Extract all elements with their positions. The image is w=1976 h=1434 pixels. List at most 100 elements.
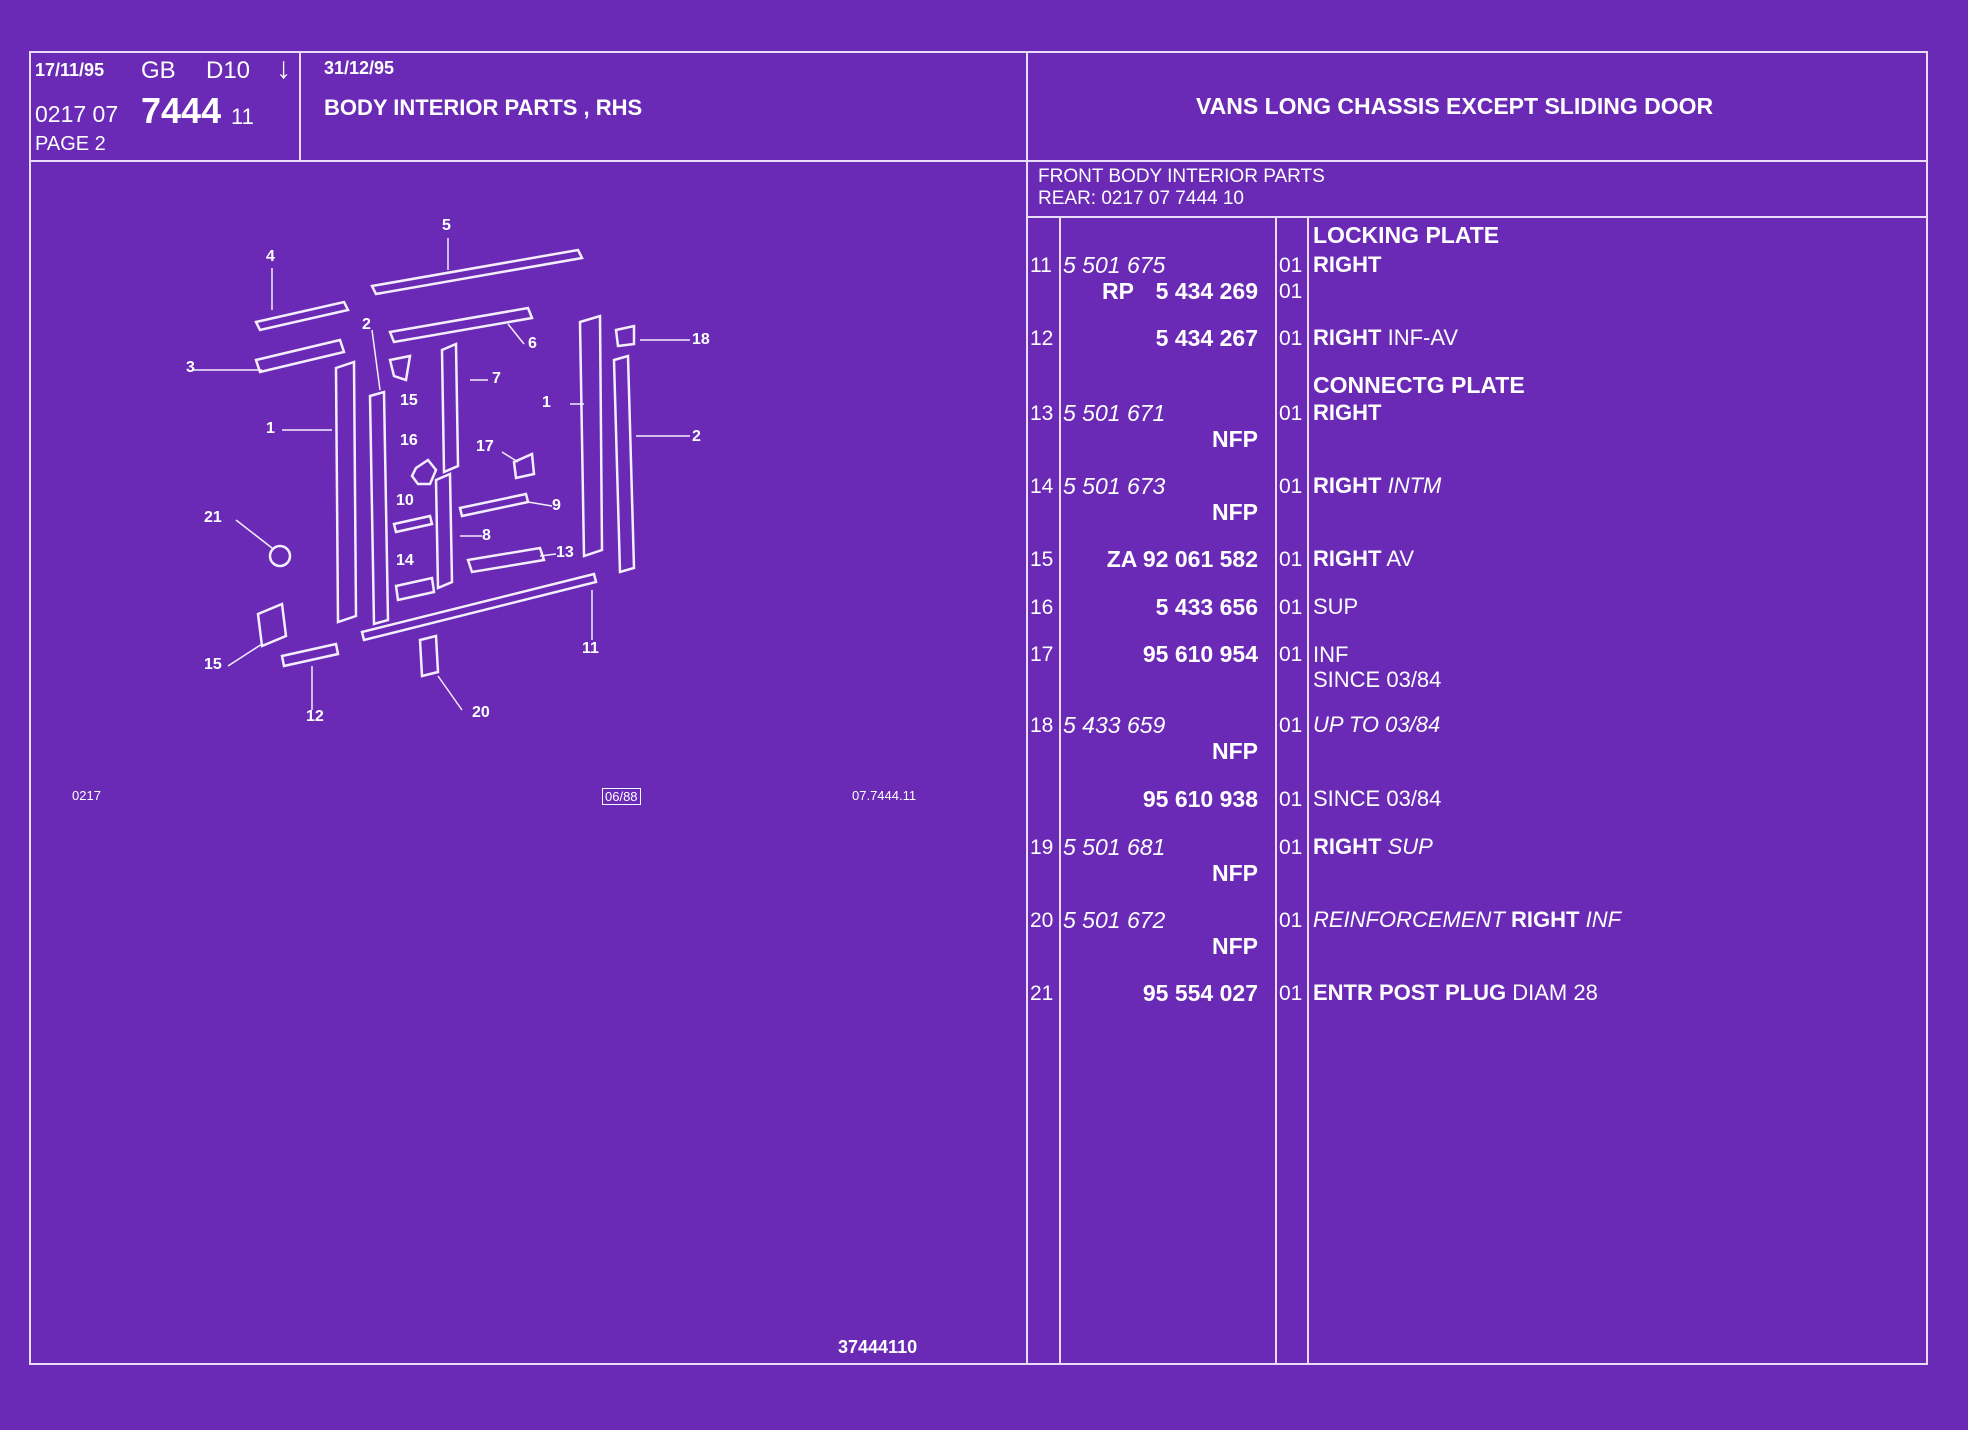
header-date-right: 31/12/95: [324, 58, 395, 78]
page-frame: [29, 51, 1928, 1365]
row-21-qty: 01: [1279, 982, 1303, 1005]
row-14-num: 14: [1030, 475, 1054, 498]
callout-3: 3: [186, 359, 195, 376]
callout-10: 10: [396, 492, 414, 509]
page-number: PAGE 2: [35, 133, 106, 155]
row-13-desc: RIGHT: [1313, 400, 1382, 425]
row-20-qty: 01: [1279, 909, 1303, 932]
part-16-shape: [388, 354, 412, 382]
row-16-desc: SUP: [1313, 594, 1359, 619]
callout-6: 6: [528, 335, 537, 352]
document-number: 37444110: [838, 1337, 918, 1357]
row-20-note: NFP: [1212, 933, 1258, 959]
callout-1-right: 1: [542, 394, 551, 411]
row-17-pn: 95 610 954: [1142, 641, 1258, 667]
header-bottom-rule: [29, 160, 1928, 162]
row-17-desc2: SINCE 03/84: [1313, 667, 1442, 692]
row-rp-prefix: RP: [1102, 278, 1134, 304]
row-13-num: 13: [1030, 402, 1054, 425]
row-17-qty: 01: [1279, 643, 1303, 666]
part-19-shape: [614, 324, 636, 348]
part-10-shape: [392, 514, 434, 534]
diagram-footer-right: 07.7444.11: [852, 788, 917, 803]
row-18-num: 18: [1030, 714, 1054, 737]
row-18b-pn: 95 610 938: [1142, 786, 1258, 812]
subheader-line1: FRONT BODY INTERIOR PARTS: [1038, 166, 1325, 187]
callout-5: 5: [442, 217, 451, 234]
row-19-pn: 5 501 681: [1063, 834, 1166, 860]
part-20-shape: [418, 634, 440, 678]
row-20-num: 20: [1030, 909, 1054, 932]
diagram-footer-left: 0217: [72, 788, 101, 803]
part-12-shape: [280, 642, 340, 668]
group-heading-connectg-plate: CONNECTG PLATE: [1313, 372, 1525, 398]
part-6-shape: [388, 306, 534, 344]
main-vertical-divider: [1026, 51, 1028, 1365]
part-13-shape: [466, 546, 546, 574]
part-3-shape: [254, 338, 346, 374]
callout-9: 9: [552, 497, 561, 514]
row-19-note: NFP: [1212, 860, 1258, 886]
callout-12: 12: [306, 708, 324, 725]
row-11-pn: 5 501 675: [1063, 252, 1166, 278]
vehicle-title: VANS LONG CHASSIS EXCEPT SLIDING DOOR: [1196, 93, 1714, 119]
part-15-shape: [256, 602, 288, 648]
pn-col-divider: [1275, 216, 1277, 1365]
group-heading-locking-plate: LOCKING PLATE: [1313, 222, 1500, 248]
header-code: D10: [206, 57, 251, 84]
callout-2-right: 2: [692, 428, 701, 445]
row-21-desc: ENTR POST PLUG DIAM 28: [1313, 980, 1598, 1005]
row-12-pn: 5 434 267: [1155, 325, 1258, 351]
row-18-pn: 5 433 659: [1063, 712, 1166, 738]
callout-15: 15: [204, 656, 222, 673]
part-9-shape: [458, 492, 530, 518]
row-17-desc: INF: [1313, 642, 1349, 667]
part-2-left-shape: [368, 390, 390, 626]
callout-4: 4: [266, 248, 275, 265]
row-15-qty: 01: [1279, 548, 1303, 571]
part-18-shape: [512, 452, 536, 480]
subheader-line2: REAR: 0217 07 7444 10: [1038, 188, 1244, 209]
callout-17: 16: [400, 432, 418, 449]
row-11-desc: RIGHT: [1313, 252, 1382, 277]
row-20-pn: 5 501 672: [1063, 907, 1166, 933]
callout-7: 7: [492, 370, 501, 387]
row-16-pn: 5 433 656: [1155, 594, 1258, 620]
row-18-note: NFP: [1212, 738, 1258, 764]
callout-18: 17: [476, 438, 494, 455]
row-15-num: 15: [1030, 548, 1054, 571]
exploded-parts-diagram: [194, 238, 690, 711]
row-13-qty: 01: [1279, 402, 1303, 425]
callout-13: 13: [556, 544, 574, 561]
row-13-note: NFP: [1212, 426, 1258, 452]
catalog-suffix: 11: [231, 104, 254, 129]
row-18-desc: UP TO 03/84: [1313, 712, 1441, 737]
callout-11: 11: [582, 640, 599, 657]
row-20-desc: REINFORCEMENT RIGHT INF: [1313, 907, 1622, 932]
row-17-num: 17: [1030, 643, 1054, 666]
part-1-right-shape: [578, 314, 604, 558]
row-15-pn: ZA 92 061 582: [1106, 546, 1258, 572]
header-country: GB: [141, 57, 176, 84]
callout-20: 20: [472, 704, 490, 721]
row-21-pn: 95 554 027: [1142, 980, 1258, 1006]
part-1-left-shape: [334, 360, 358, 624]
num-col-divider: [1059, 216, 1061, 1365]
row-12-qty: 01: [1279, 327, 1303, 350]
row-15-desc: RIGHT AV: [1313, 546, 1415, 571]
row-18b-desc: SINCE 03/84: [1313, 786, 1442, 811]
row-14-pn: 5 501 673: [1063, 473, 1166, 499]
row-14-note: NFP: [1212, 499, 1258, 525]
callout-14: 14: [396, 552, 414, 569]
header-date-left: 17/11/95: [35, 60, 105, 80]
part-21-shape: [268, 544, 292, 568]
part-14-shape: [394, 576, 436, 602]
row-18-qty: 01: [1279, 714, 1303, 737]
part-5-shape: [370, 248, 584, 296]
row-19-desc: RIGHT SUP: [1313, 834, 1433, 859]
row-14-qty: 01: [1279, 475, 1303, 498]
part-17-shape: [410, 458, 438, 486]
subheader-bottom-rule: [1026, 216, 1928, 218]
callout-21: 21: [204, 509, 222, 526]
